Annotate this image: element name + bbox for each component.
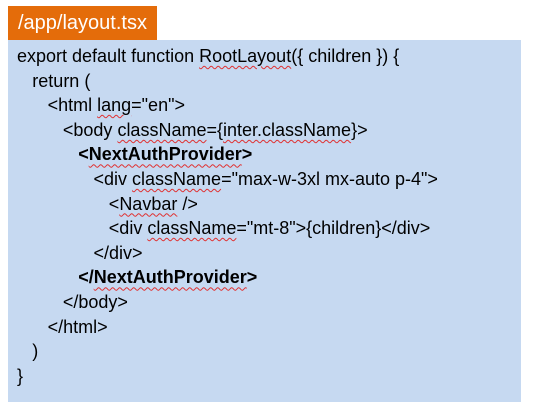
code-line: <NextAuthProvider> [78, 144, 253, 165]
code-block: export default function RootLayout({ chi… [8, 40, 521, 402]
code-line: <div className="max-w-3xl mx-auto p-4"> [93, 168, 438, 189]
code-line: <body className={inter.className}> [62, 119, 368, 140]
code-line: </html> [47, 316, 108, 337]
spellcheck-word: Navbar [119, 193, 178, 214]
spellcheck-word: lang [97, 95, 132, 116]
code-line: return ( [32, 70, 91, 91]
code-line: } [17, 365, 24, 386]
code-line: ) [32, 341, 39, 362]
spellcheck-word: NextAuthProvider [88, 144, 242, 165]
file-title: /app/layout.tsx [18, 12, 147, 34]
code-line: export default function RootLayout({ chi… [17, 46, 400, 66]
code-line: <div className="mt-8">{children}</div> [108, 218, 431, 239]
code-line: </div> [93, 242, 143, 263]
spellcheck-word: className [147, 218, 237, 239]
code-line: </NextAuthProvider> [78, 267, 258, 288]
spellcheck-word: inter.className [223, 119, 352, 140]
spellcheck-word: RootLayout [199, 46, 292, 66]
code-lines-container: export default function RootLayout({ chi… [8, 44, 521, 388]
file-title-tab: /app/layout.tsx [8, 6, 157, 40]
code-line: <Navbar /> [108, 193, 198, 214]
spellcheck-word: className [132, 168, 222, 189]
code-line: </body> [62, 291, 128, 312]
spellcheck-word: className [117, 119, 207, 140]
code-line: <html lang="en"> [47, 95, 185, 116]
spellcheck-word: NextAuthProvider [93, 267, 247, 288]
